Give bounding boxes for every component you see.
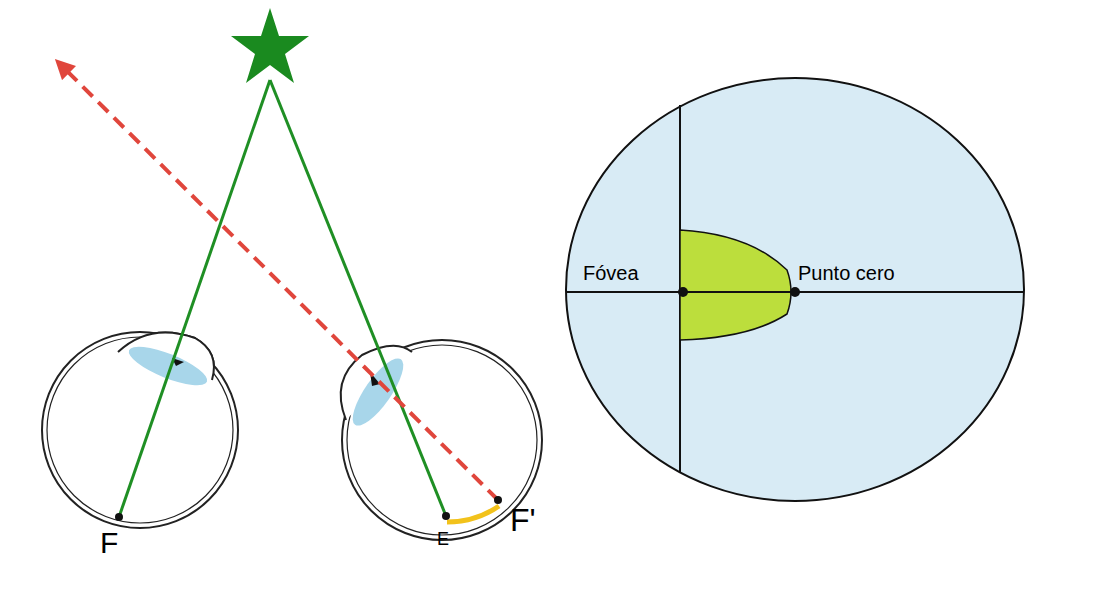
visual-line [270,80,446,516]
correspondence-area [680,230,791,340]
lens [344,352,411,432]
retina-map: Fóvea Punto cero [565,77,1025,502]
point-label: Fóvea [583,263,639,283]
star-object [231,8,309,83]
zero-point-dot [790,287,800,297]
left-eye [42,332,238,528]
right-eye [341,340,542,540]
point-letter: F [100,528,118,558]
retinal-arc [447,506,499,522]
eyeball-outline [42,332,238,528]
point-label: Punto cero [798,263,895,283]
point-letter: F' [510,504,536,536]
lens [125,339,212,393]
retina-circle [565,77,1025,502]
projection-arrow [62,66,498,500]
retina-outline [566,78,1024,501]
point-dot [115,513,123,521]
point-dot [494,496,502,504]
fovea-dot [678,287,688,297]
point-dot [442,512,450,520]
point-letter: E [437,530,449,548]
visual-line [119,80,270,517]
